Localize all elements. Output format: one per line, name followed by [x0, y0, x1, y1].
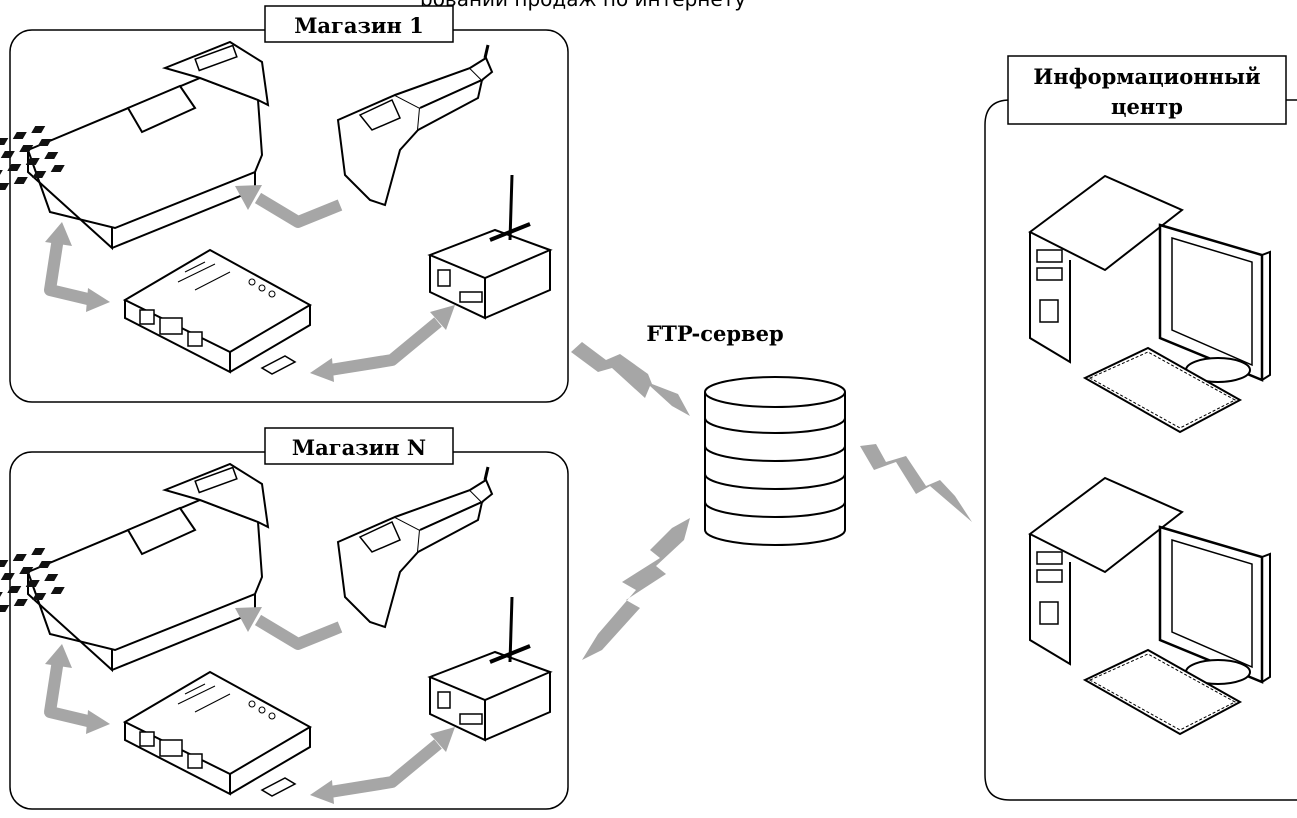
arrow-register-to-interface [44, 237, 94, 306]
arrow-scanner-to-register [254, 614, 343, 650]
store-1-label: Магазин 1 [294, 13, 424, 38]
ftp-server: FTP-сервер [646, 321, 846, 546]
link-server-info-center [860, 444, 972, 522]
info-center-label-line1: Информационный [1033, 64, 1260, 89]
database-icon [704, 376, 846, 546]
gsm-modem-icon [428, 173, 552, 320]
connections [571, 342, 972, 660]
header-caption: ровании продаж по интернету [420, 0, 746, 11]
link-storeN-server [582, 518, 690, 660]
gsm-modem-icon [428, 595, 552, 742]
info-center-label-line2: центр [1111, 94, 1183, 119]
link-store1-server [571, 342, 690, 416]
computer-icon [1028, 476, 1272, 736]
ftp-server-label: FTP-сервер [646, 321, 783, 346]
store-n-label: Магазин N [292, 435, 426, 460]
barcode-scanner-icon [336, 465, 494, 629]
cash-register-icon [0, 41, 269, 249]
barcode-scanner-icon [336, 43, 494, 207]
arrow-interface-to-modem [329, 317, 442, 376]
interface-box-icon [124, 249, 311, 375]
store-n-group: Магазин N [0, 427, 569, 810]
store-n-label-box [264, 427, 454, 465]
cash-register-icon [0, 463, 269, 671]
arrow-register-to-interface [44, 659, 94, 728]
info-center-group: Информационный центр [984, 55, 1297, 801]
store-1-group: Магазин 1 [0, 5, 569, 403]
arrow-interface-to-modem [329, 739, 442, 798]
info-center-frame [984, 99, 1297, 801]
info-center-label-box [1007, 55, 1287, 125]
interface-box-icon [124, 671, 311, 797]
store-1-label-box [264, 5, 454, 43]
arrow-scanner-to-register [254, 192, 343, 228]
computer-icon [1028, 174, 1272, 434]
